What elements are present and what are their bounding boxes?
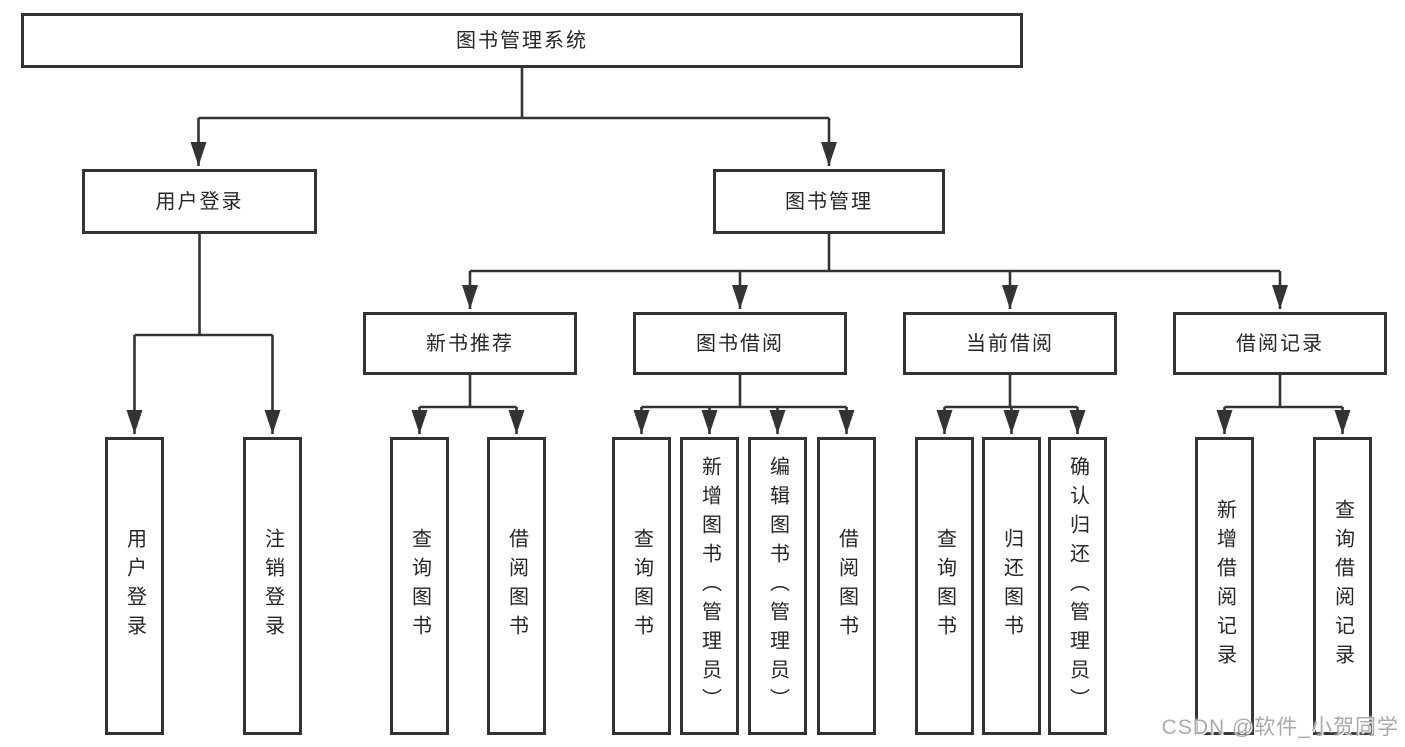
edge-newbook-to-leaves	[411, 375, 525, 434]
leaf-current-query-books: 查询图书	[915, 437, 974, 735]
leaf-record-add-borrow-record: 新增借阅记录	[1195, 437, 1254, 735]
node-user-login-module: 用户登录	[82, 169, 317, 234]
node-book-management-module: 图书管理	[713, 169, 945, 234]
edge-current-to-leaves	[936, 375, 1086, 434]
leaf-borrow-edit-books-admin: 编辑图书（管理员）	[748, 437, 807, 735]
csdn-watermark: CSDN @软件_小贺同学	[1161, 716, 1399, 739]
edge-root-to-level2	[190, 68, 837, 166]
edge-bookmgmt-to-level3	[462, 234, 1288, 309]
node-root-system: 图书管理系统	[21, 13, 1023, 68]
leaf-newbook-borrow-books: 借阅图书	[487, 437, 546, 735]
leaf-borrow-query-books: 查询图书	[612, 437, 671, 735]
edge-record-to-leaves	[1216, 375, 1351, 434]
node-borrow-record: 借阅记录	[1173, 312, 1387, 375]
leaf-logout: 注销登录	[243, 437, 302, 735]
node-new-book-recommend: 新书推荐	[363, 312, 577, 375]
leaf-borrow-borrow-books: 借阅图书	[817, 437, 876, 735]
leaf-newbook-query-books: 查询图书	[390, 437, 449, 735]
edge-userlogin-to-leaves	[126, 234, 281, 434]
edge-borrow-to-leaves	[633, 375, 855, 434]
leaf-current-confirm-return-admin: 确认归还（管理员）	[1048, 437, 1107, 735]
node-current-borrow: 当前借阅	[903, 312, 1117, 375]
leaf-user-login: 用户登录	[105, 437, 164, 735]
leaf-borrow-add-books-admin: 新增图书（管理员）	[680, 437, 739, 735]
leaf-current-return-books: 归还图书	[982, 437, 1041, 735]
leaf-record-query-borrow-record: 查询借阅记录	[1313, 437, 1372, 735]
node-book-borrow: 图书借阅	[633, 312, 847, 375]
